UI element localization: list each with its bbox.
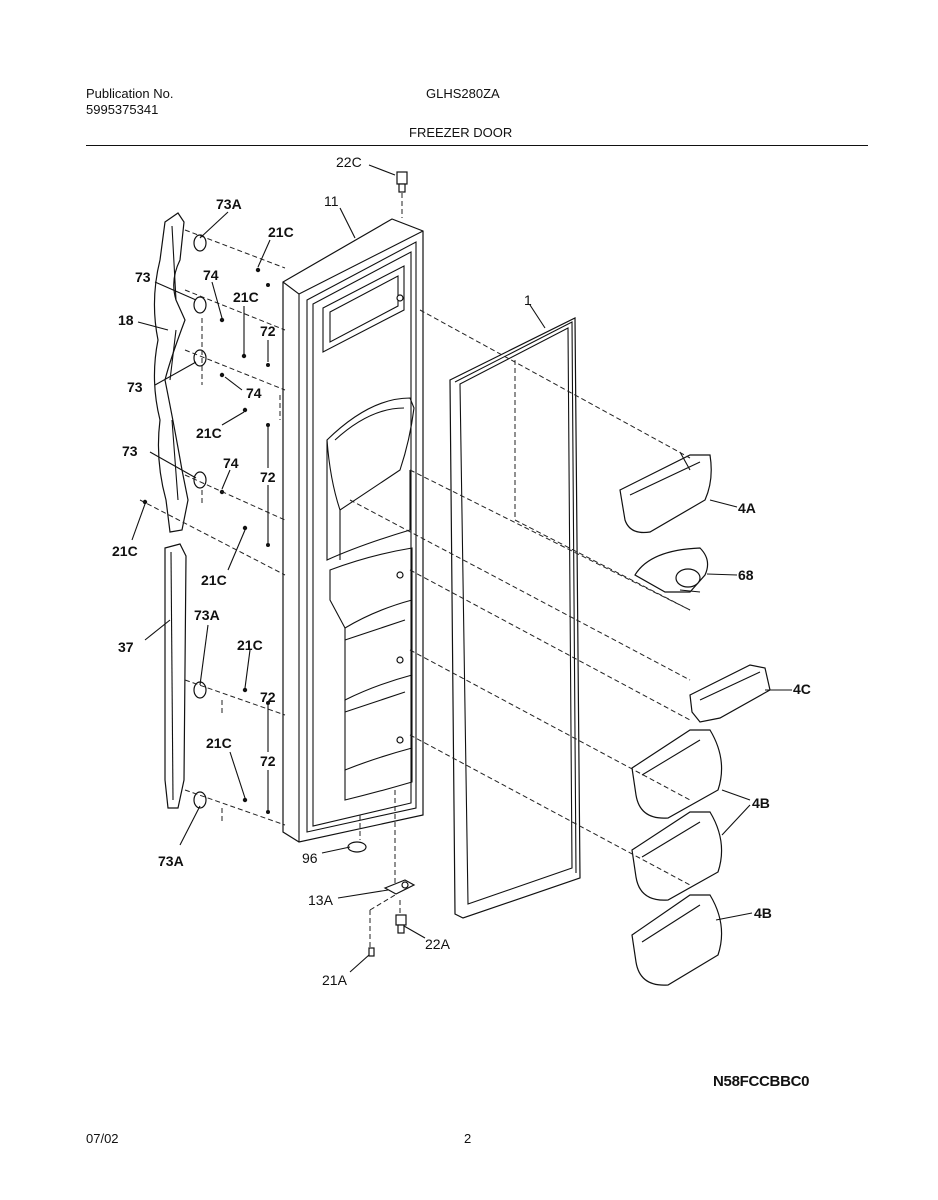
- model-number: GLHS280ZA: [426, 86, 500, 101]
- callout-21C-c: 21C: [196, 425, 222, 441]
- section-title: FREEZER DOOR: [409, 125, 513, 140]
- freezer-door-panel: [282, 218, 424, 843]
- callout-73-b: 73: [127, 379, 143, 395]
- callout-73-a: 73: [135, 269, 151, 285]
- callout-labels: 22C 11 73A 21C 73 74 21C 18 72 73 74 21C…: [112, 154, 811, 988]
- hinge-pin-22C: [396, 171, 408, 193]
- callout-4B-a: 4B: [752, 795, 770, 811]
- door-gasket: [449, 317, 581, 919]
- lower-handle: [164, 543, 187, 809]
- upper-handle: [153, 212, 189, 533]
- callout-21A: 21A: [322, 972, 348, 988]
- assembly-lines: [139, 193, 691, 948]
- leader-lines: [131, 164, 792, 973]
- drawing-code: N58FCCBBC0: [713, 1073, 810, 1090]
- callout-73-c: 73: [122, 443, 138, 459]
- callout-11: 11: [324, 193, 339, 209]
- callout-1: 1: [524, 292, 532, 308]
- footer-date: 07/02: [86, 1131, 119, 1146]
- callout-4C: 4C: [793, 681, 811, 697]
- callout-4B-b: 4B: [754, 905, 772, 921]
- callout-22A: 22A: [425, 936, 451, 952]
- callout-72-d: 72: [260, 753, 276, 769]
- hinge-bottom-13A: [383, 879, 416, 895]
- hinge-pin-22A: [395, 914, 407, 934]
- bin-4B-upper-2: [631, 811, 723, 901]
- bin-4C: [689, 664, 771, 723]
- callout-72-a: 72: [260, 323, 276, 339]
- page-number: 2: [464, 1131, 472, 1146]
- callout-21C-b: 21C: [233, 289, 259, 305]
- publication-label: Publication No.: [86, 86, 174, 101]
- callout-73A-top: 73A: [216, 196, 242, 212]
- callout-37: 37: [118, 639, 134, 655]
- ice-chute-68: [634, 547, 709, 593]
- callout-74-a: 74: [203, 267, 219, 283]
- callout-13A: 13A: [308, 892, 334, 908]
- callout-74-b: 74: [246, 385, 262, 401]
- callout-21C-d: 21C: [112, 543, 138, 559]
- callout-72-b: 72: [260, 469, 276, 485]
- callout-73A-mid: 73A: [194, 607, 220, 623]
- callout-73A-bot: 73A: [158, 853, 184, 869]
- bin-4A: [619, 451, 712, 534]
- callout-4A: 4A: [738, 500, 756, 516]
- callout-22C-top: 22C: [336, 154, 362, 170]
- callout-18: 18: [118, 312, 134, 328]
- plug-96: [347, 841, 367, 853]
- callout-72-c: 72: [260, 689, 276, 705]
- callout-74-c: 74: [223, 455, 239, 471]
- callout-68: 68: [738, 567, 754, 583]
- screw-21A: [368, 947, 375, 957]
- callout-21C-f: 21C: [237, 637, 263, 653]
- publication-number: 5995375341: [86, 102, 159, 117]
- callout-21C-e: 21C: [201, 572, 227, 588]
- callout-96: 96: [302, 850, 318, 866]
- callout-21C-g: 21C: [206, 735, 232, 751]
- bin-4B-upper-1: [631, 729, 723, 819]
- bin-4B-lower: [631, 894, 723, 986]
- callout-21C-a: 21C: [268, 224, 294, 240]
- header-rule: [86, 145, 868, 146]
